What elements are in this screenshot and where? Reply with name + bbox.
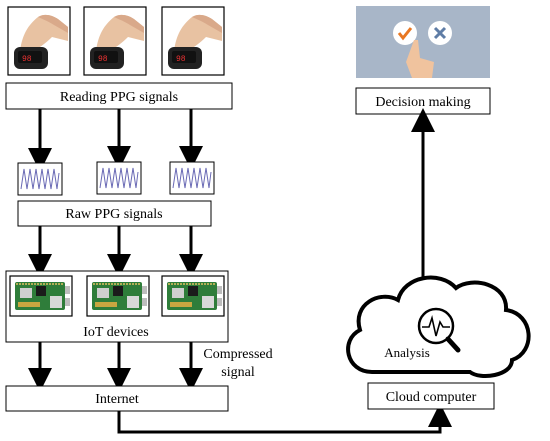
compressed-label-line1: Compressed <box>203 347 272 362</box>
raw-label: Raw PPG signals <box>65 207 162 222</box>
pointing-hand-icon <box>406 40 434 78</box>
reading-box <box>5 82 233 110</box>
ppg-waveform-icon <box>96 161 142 195</box>
finger-photo-2 <box>83 6 147 76</box>
magnifier-icon <box>417 307 461 353</box>
cloud-computer-label: Cloud computer <box>386 390 477 405</box>
internet-label: Internet <box>95 392 139 407</box>
iot-label: IoT devices <box>83 325 148 340</box>
decision-label: Decision making <box>375 95 470 110</box>
ppg-waveform-icon <box>169 161 215 195</box>
cloud-computer-box <box>367 382 495 410</box>
compressed-label-line2: signal <box>221 365 255 380</box>
internet-box <box>5 385 229 412</box>
finger-photo-1 <box>7 6 71 76</box>
finger-photo-3 <box>161 6 225 76</box>
raspberry-pi-board-icon <box>86 275 150 317</box>
raspberry-pi-board-icon <box>9 275 73 317</box>
analysis-label: Analysis <box>384 345 430 360</box>
reading-label: Reading PPG signals <box>60 90 178 105</box>
decision-picture <box>356 6 490 78</box>
internet-to-cloud-connector <box>117 403 452 434</box>
raspberry-pi-board-icon <box>161 275 225 317</box>
ppg-waveform-icon <box>17 162 63 196</box>
raw-box <box>17 200 212 227</box>
check-icon <box>393 21 417 45</box>
